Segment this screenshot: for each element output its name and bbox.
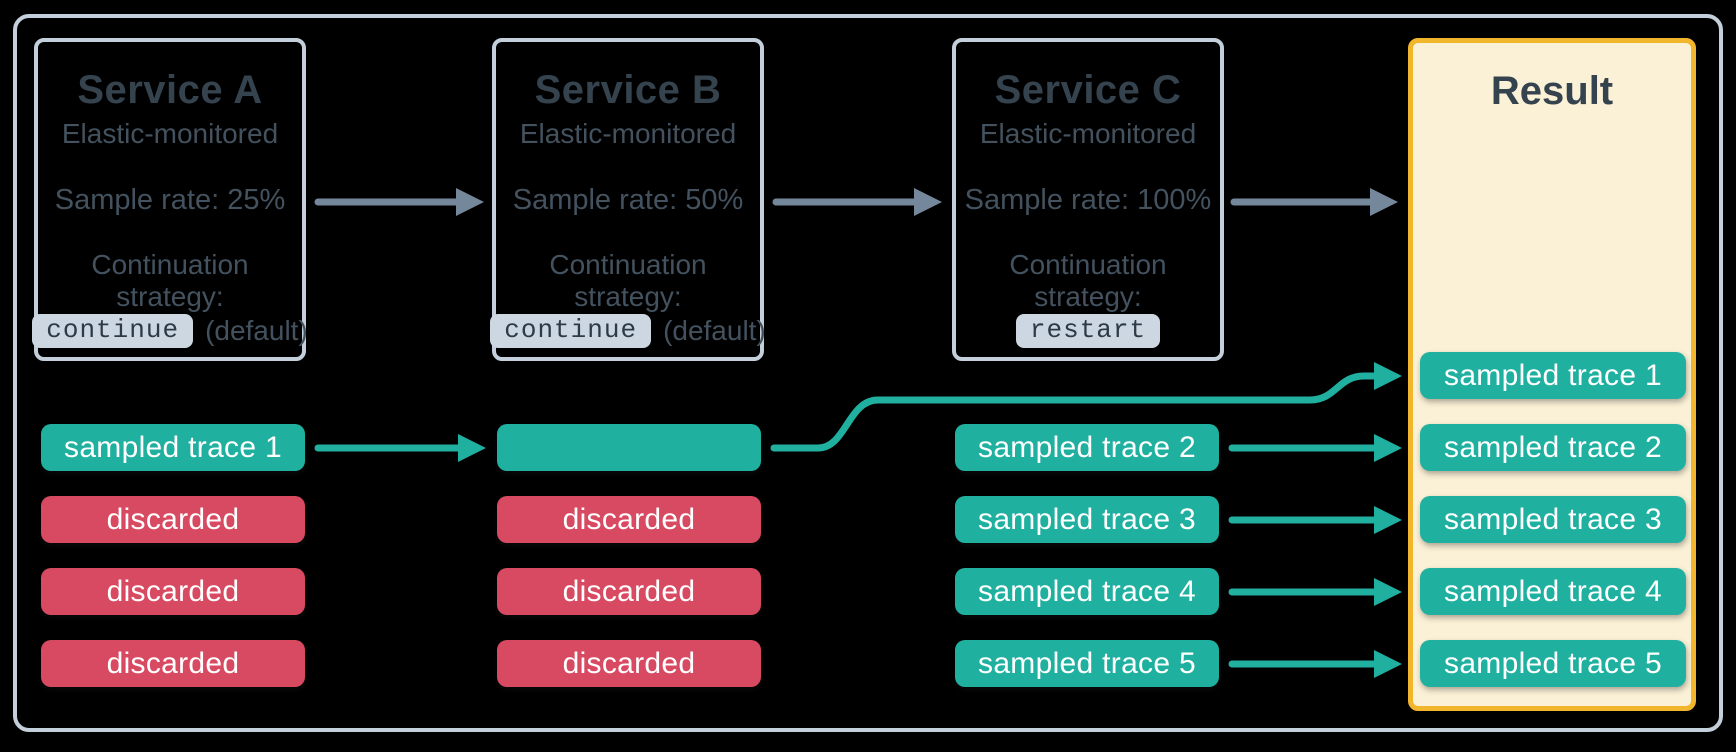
service-a-sample-rate: Sample rate: 25%	[54, 184, 286, 216]
service-a-strategy-badge: continue	[32, 314, 194, 348]
result-bar-sampled-2: sampled trace 2	[1420, 424, 1686, 471]
result-bar-sampled-3: sampled trace 3	[1420, 496, 1686, 543]
service-c-continuation-label: Continuation strategy:	[1009, 249, 1167, 312]
diagram-outer-frame	[13, 14, 1723, 732]
trace-bar-col2-discarded: discarded	[497, 640, 761, 687]
service-b-strategy-badge: continue	[490, 314, 652, 348]
service-a-title: Service A	[77, 68, 263, 112]
service-a-strategy-row: continue (default)	[32, 314, 308, 348]
service-b-strategy-note: (default)	[663, 315, 766, 346]
service-c-title: Service C	[994, 68, 1182, 112]
trace-bar-col1-sampled-1: sampled trace 1	[41, 424, 305, 471]
service-a-box: Service A Elastic-monitored Sample rate:…	[32, 38, 308, 361]
trace-bar-col3-sampled-4: sampled trace 4	[955, 568, 1219, 615]
trace-bar-col2-discarded: discarded	[497, 568, 761, 615]
service-b-continuation-label: Continuation strategy:	[549, 249, 707, 312]
service-c-strategy-row: restart	[956, 314, 1220, 348]
trace-bar-col3-sampled-2: sampled trace 2	[955, 424, 1219, 471]
service-c-box: Service C Elastic-monitored Sample rate:…	[952, 38, 1224, 361]
result-title: Result	[1490, 69, 1614, 113]
service-b-strategy-row: continue (default)	[490, 314, 766, 348]
service-a-continuation-label: Continuation strategy:	[91, 249, 249, 312]
result-bar-sampled-1: sampled trace 1	[1420, 352, 1686, 399]
service-c-subtitle: Elastic-monitored	[979, 118, 1197, 149]
trace-bar-col2-sampled-unlabeled	[497, 424, 761, 471]
service-b-sample-rate: Sample rate: 50%	[512, 184, 744, 216]
service-c-sample-rate: Sample rate: 100%	[964, 184, 1212, 216]
trace-bar-col3-sampled-5: sampled trace 5	[955, 640, 1219, 687]
trace-bar-col2-discarded: discarded	[497, 496, 761, 543]
trace-bar-col3-sampled-3: sampled trace 3	[955, 496, 1219, 543]
service-a-strategy-note: (default)	[205, 315, 308, 346]
service-c-strategy-badge: restart	[1015, 314, 1161, 348]
result-bar-sampled-4: sampled trace 4	[1420, 568, 1686, 615]
trace-bar-col1-discarded: discarded	[41, 568, 305, 615]
service-b-subtitle: Elastic-monitored	[519, 118, 737, 149]
trace-bar-col1-discarded: discarded	[41, 640, 305, 687]
service-b-box: Service B Elastic-monitored Sample rate:…	[490, 38, 766, 361]
service-a-subtitle: Elastic-monitored	[61, 118, 279, 149]
result-bar-sampled-5: sampled trace 5	[1420, 640, 1686, 687]
service-b-title: Service B	[534, 68, 722, 112]
trace-bar-col1-discarded: discarded	[41, 496, 305, 543]
